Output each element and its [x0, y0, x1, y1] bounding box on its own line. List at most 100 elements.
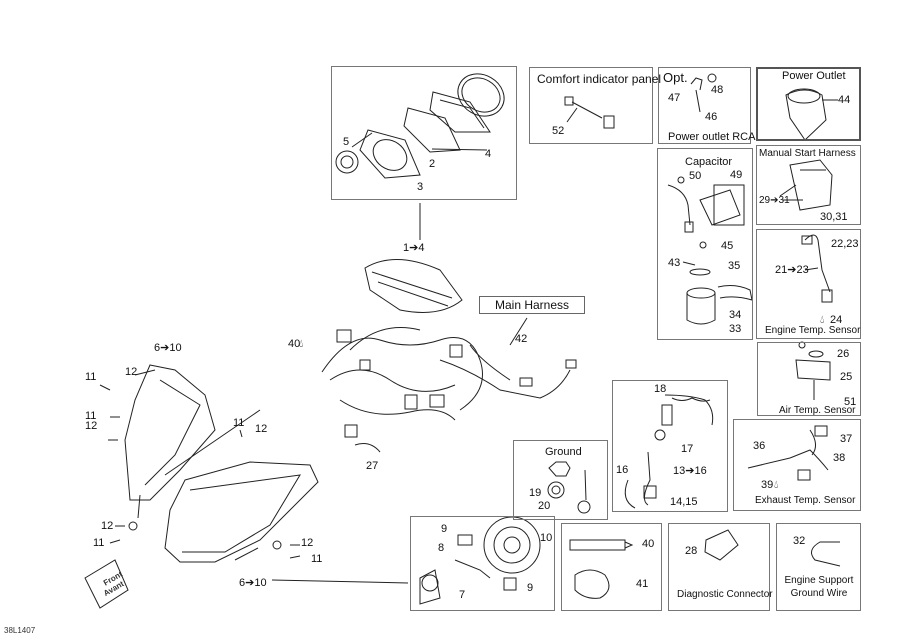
part-47-label: 47 — [668, 92, 681, 104]
exhaust-temp-panel — [733, 419, 861, 511]
comfort-connector — [564, 96, 615, 129]
part-48-label: 48 — [711, 84, 724, 96]
part-20-label: 20 — [538, 500, 551, 512]
part-22-23-label: 22,23 — [831, 238, 859, 250]
part-9a-label: 9 — [441, 523, 448, 535]
dash-panel — [331, 66, 517, 200]
part-34-label: 34 — [729, 309, 742, 321]
manual-start-panel — [756, 145, 861, 225]
opt-title: Opt. — [663, 70, 688, 85]
part-51-label: 51 — [844, 396, 857, 408]
part-25-label: 25 — [840, 371, 853, 383]
part-11b-label: 11 — [85, 410, 97, 422]
ground-title: Ground — [545, 446, 582, 458]
part-21-23-label: 21➔23 — [775, 264, 809, 276]
opt-panel — [658, 67, 751, 144]
part-39-label: 39 — [761, 479, 774, 491]
engine-support-title-line2: Ground Wire — [790, 588, 848, 599]
gauge-cluster-exploded — [335, 73, 505, 179]
ground-panel — [513, 440, 608, 520]
part-27-label: 27 — [366, 460, 379, 472]
ground-wire-drawing — [810, 541, 841, 567]
part-12d-label: 12 — [101, 520, 114, 532]
engine-temp-panel — [756, 229, 861, 339]
rca-outlet — [690, 73, 717, 113]
diagnostic-title: Diagnostic Connector — [677, 589, 773, 600]
main-harness-title: Main Harness — [479, 296, 585, 314]
part-12e-label: 12 — [301, 537, 314, 549]
part-32-label: 32 — [793, 535, 806, 547]
power-outlet-panel — [756, 67, 861, 141]
grease-drawing — [569, 539, 634, 599]
lamp-drawing — [419, 516, 541, 605]
exhaust-temp-title: Exhaust Temp. Sensor — [755, 495, 856, 506]
part-18-label: 18 — [654, 383, 667, 395]
diagnostic-panel — [668, 523, 770, 611]
diagnostic-drawing — [704, 529, 739, 561]
loctite-drop-icon: 💧︎ — [774, 479, 779, 491]
manual-start-title: Manual Start Harness — [759, 148, 856, 159]
part-29-31-label: 29➔31 — [759, 195, 790, 206]
part-6-10-top-label: 6➔10 — [154, 342, 182, 354]
part-9b-label: 9 — [527, 582, 534, 594]
part-40-label: 40 — [642, 538, 655, 550]
part-40-loose-label: 40 — [288, 338, 301, 350]
engine-support-title-line1: Engine Support — [784, 575, 854, 586]
power-outlet-drawing — [785, 88, 838, 141]
engine-temp-title: Engine Temp. Sensor — [765, 325, 861, 336]
part-13-16-label: 13➔16 — [673, 465, 707, 477]
part-14-15-label: 14,15 — [670, 496, 698, 508]
air-temp-title: Air Temp. Sensor — [779, 405, 856, 416]
part-11e-label: 11 — [311, 553, 323, 565]
headlight-lens — [164, 461, 319, 563]
part-24-label: 24 — [830, 314, 843, 326]
part-19-label: 19 — [529, 487, 542, 499]
capacitor-title: Capacitor — [685, 156, 733, 168]
part-12c-label: 12 — [255, 423, 268, 435]
engine-temp-drawing — [801, 234, 833, 303]
part-10-label: 10 — [540, 532, 553, 544]
part-11a-label: 11 — [85, 371, 97, 383]
ground-drawing — [547, 461, 591, 514]
part-33-label: 33 — [729, 323, 742, 335]
dashboard-assembly — [364, 203, 463, 313]
part-37-label: 37 — [840, 433, 853, 445]
loctite-drop-icon: 💧︎ — [820, 314, 825, 326]
capacitor-drawing — [667, 176, 753, 325]
part-38-label: 38 — [833, 452, 846, 464]
part-44-label: 44 — [838, 94, 851, 106]
part-36-label: 36 — [753, 440, 766, 452]
coil-panel — [612, 380, 728, 512]
comfort-title: Comfort indicator panel — [537, 72, 662, 86]
part-50-label: 50 — [689, 170, 702, 182]
part-42-label: 42 — [515, 333, 528, 345]
opt-caption: Power outlet RCA — [668, 131, 756, 143]
leader-lines — [99, 317, 528, 584]
part-28-label: 28 — [685, 545, 698, 557]
lamp-panel — [410, 516, 555, 611]
part-2-label: 2 — [429, 158, 436, 170]
part-7-label: 7 — [459, 589, 466, 601]
part-12b-label: 12 — [85, 420, 98, 432]
part-26-label: 26 — [837, 348, 850, 360]
capacitor-panel — [657, 148, 753, 340]
part-6-10-bottom-label: 6➔10 — [239, 577, 267, 589]
part-11c-label: 11 — [233, 417, 245, 429]
part-3-label: 3 — [417, 181, 424, 193]
part-45-label: 45 — [721, 240, 734, 252]
part-41-label: 41 — [636, 578, 649, 590]
part-52-label: 52 — [552, 125, 565, 137]
part-46-label: 46 — [705, 111, 718, 123]
part-30-31-label: 30,31 — [820, 211, 848, 223]
drawing-code: 38L1407 — [4, 626, 36, 635]
power-outlet-title: Power Outlet — [782, 70, 846, 82]
grease-panel — [561, 523, 662, 611]
manual-start-drawing — [779, 159, 833, 211]
engine-support-panel — [776, 523, 861, 611]
main-harness-drawing — [321, 327, 577, 453]
part-11d-label: 11 — [93, 537, 105, 549]
part-49-label: 49 — [730, 169, 743, 181]
part-35-label: 35 — [728, 260, 741, 272]
part-5-label: 5 — [343, 136, 350, 148]
